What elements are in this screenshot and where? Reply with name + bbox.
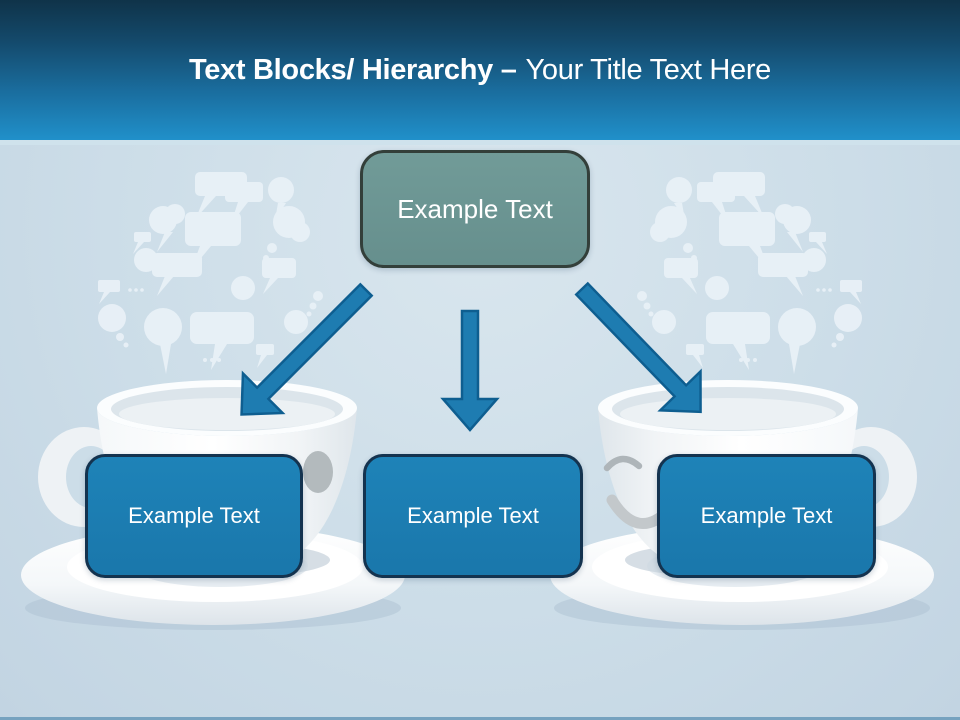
child-text-box-1-label: Example Text (128, 503, 260, 528)
title-regular-segment: Your Title Text Here (525, 53, 772, 86)
speech-bubbles-right (637, 172, 862, 374)
left-cup-eye-icon (303, 451, 333, 493)
title-bar: Text Blocks/ Hierarchy –Your Title Text … (0, 0, 960, 145)
title-bold-segment: Text Blocks/ Hierarchy – (188, 53, 517, 86)
slide-title: Text Blocks/ Hierarchy –Your Title Text … (189, 54, 771, 87)
arrow-down-icon (441, 309, 499, 432)
speech-bubbles-left (98, 172, 323, 374)
child-text-box-2-label: Example Text (407, 503, 539, 528)
child-text-box-1[interactable]: Example Text (85, 454, 303, 578)
child-text-box-2[interactable]: Example Text (363, 454, 583, 578)
root-text-box-label: Example Text (397, 193, 553, 224)
root-text-box[interactable]: Example Text (360, 150, 590, 268)
bottom-edge-strip (0, 717, 960, 720)
child-text-box-3-label: Example Text (700, 503, 833, 528)
child-text-box-3[interactable]: Example Text (657, 454, 876, 578)
